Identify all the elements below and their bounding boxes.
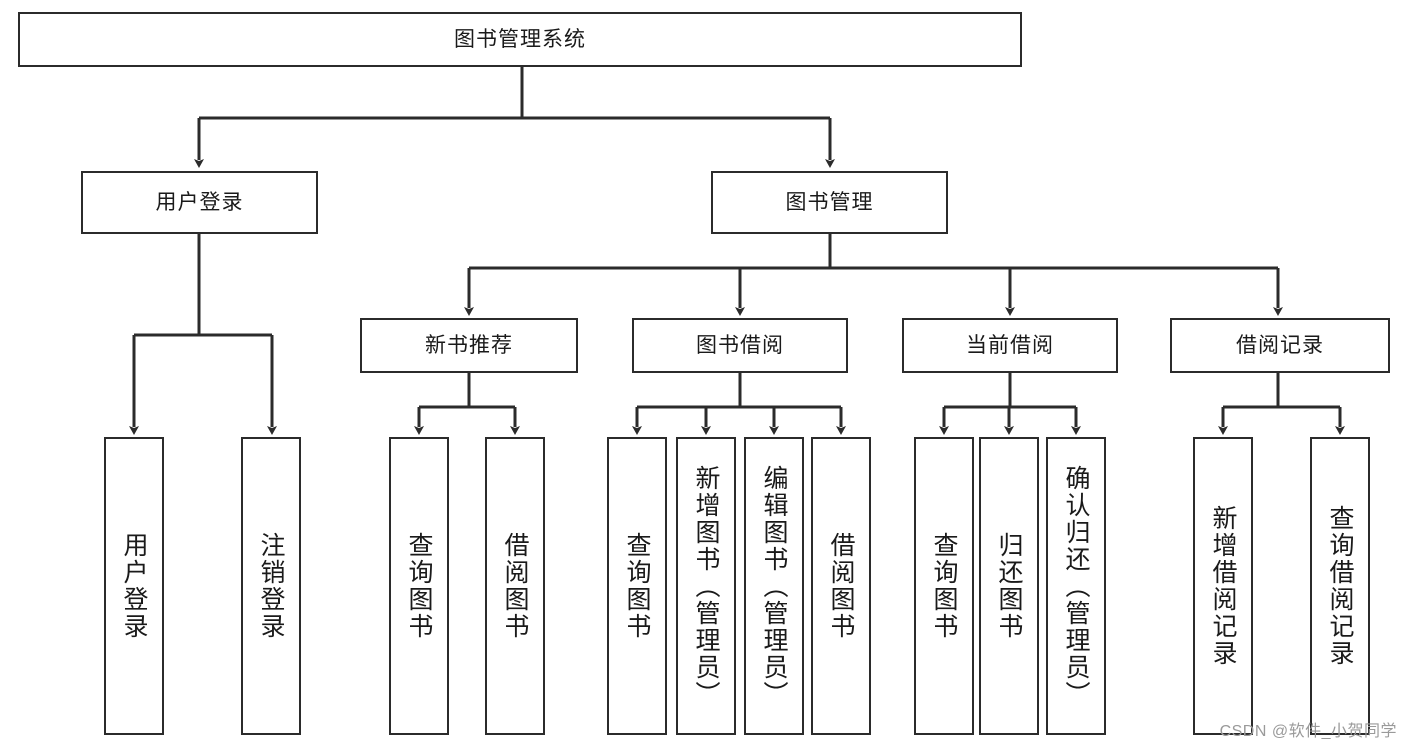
node-label: 归还图书 bbox=[995, 532, 1023, 640]
leaf-query-books-recommend[interactable]: 查询图书 bbox=[389, 437, 449, 735]
node-label: 查询图书 bbox=[930, 532, 958, 640]
node-book-management[interactable]: 图书管理 bbox=[711, 171, 948, 234]
leaf-borrow-books[interactable]: 借阅图书 bbox=[811, 437, 871, 735]
node-label: 编辑图书（管理员） bbox=[760, 464, 788, 708]
node-label: 借阅图书 bbox=[827, 532, 855, 640]
node-label: 图书借阅 bbox=[696, 333, 784, 357]
leaf-add-book-admin[interactable]: 新增图书（管理员） bbox=[676, 437, 736, 735]
node-label: 查询借阅记录 bbox=[1326, 505, 1354, 667]
node-label: 图书管理系统 bbox=[454, 27, 586, 51]
node-label: 新书推荐 bbox=[425, 333, 513, 357]
node-label: 用户登录 bbox=[155, 190, 244, 214]
node-user-login[interactable]: 用户登录 bbox=[81, 171, 318, 234]
node-borrow-records[interactable]: 借阅记录 bbox=[1170, 318, 1390, 373]
leaf-borrow-books-recommend[interactable]: 借阅图书 bbox=[485, 437, 545, 735]
node-label: 新增借阅记录 bbox=[1209, 505, 1237, 667]
node-current-borrow[interactable]: 当前借阅 bbox=[902, 318, 1118, 373]
node-label: 图书管理 bbox=[785, 190, 874, 214]
node-new-book-recommend[interactable]: 新书推荐 bbox=[360, 318, 578, 373]
leaf-add-borrow-record[interactable]: 新增借阅记录 bbox=[1193, 437, 1253, 735]
leaf-query-borrow-record[interactable]: 查询借阅记录 bbox=[1310, 437, 1370, 735]
node-label: 当前借阅 bbox=[966, 333, 1054, 357]
node-label: 借阅图书 bbox=[501, 532, 529, 640]
node-label: 注销登录 bbox=[257, 532, 285, 640]
node-label: 查询图书 bbox=[623, 532, 651, 640]
node-label: 新增图书（管理员） bbox=[692, 464, 720, 708]
leaf-query-books-borrow[interactable]: 查询图书 bbox=[607, 437, 667, 735]
leaf-edit-book-admin[interactable]: 编辑图书（管理员） bbox=[744, 437, 804, 735]
leaf-logout[interactable]: 注销登录 bbox=[241, 437, 301, 735]
node-label: 确认归还（管理员） bbox=[1062, 464, 1090, 708]
leaf-user-login[interactable]: 用户登录 bbox=[104, 437, 164, 735]
leaf-confirm-return-admin[interactable]: 确认归还（管理员） bbox=[1046, 437, 1106, 735]
leaf-query-books-current[interactable]: 查询图书 bbox=[914, 437, 974, 735]
node-label: 用户登录 bbox=[120, 532, 148, 640]
leaf-return-books[interactable]: 归还图书 bbox=[979, 437, 1039, 735]
node-book-borrow[interactable]: 图书借阅 bbox=[632, 318, 848, 373]
node-label: 查询图书 bbox=[405, 532, 433, 640]
node-root[interactable]: 图书管理系统 bbox=[18, 12, 1022, 67]
node-label: 借阅记录 bbox=[1236, 333, 1324, 357]
